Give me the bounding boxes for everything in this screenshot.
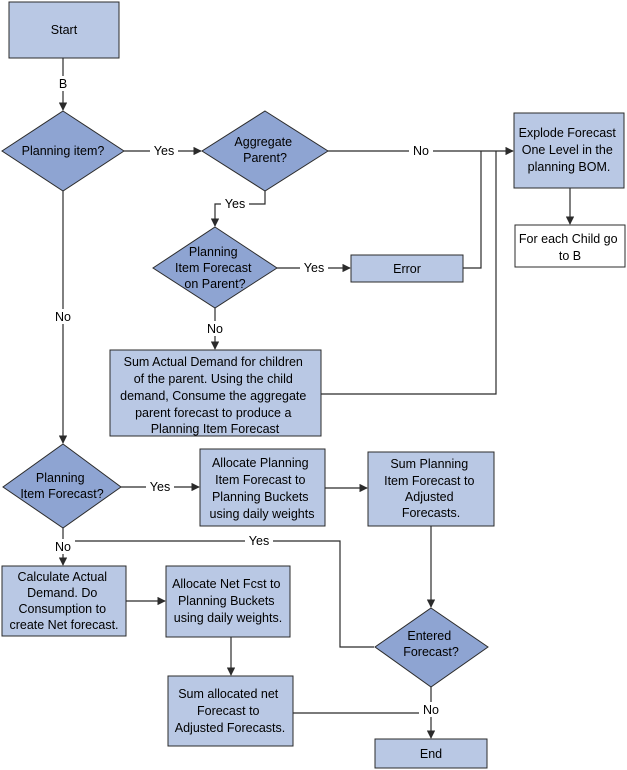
calculate-actual-demand-node: Calculate Actual Demand. Do Consumption …	[1, 565, 127, 637]
end-node: End	[374, 738, 488, 769]
for-each-child-node: For each Child go to B	[514, 224, 626, 268]
calculate-actual-demand-label: Calculate Actual Demand. Do Consumption …	[9, 570, 118, 632]
aggregate-parent-decision: Aggregate Parent?	[201, 110, 329, 192]
allocate-net-fcst-node: Allocate Net Fcst to Planning Buckets us…	[165, 565, 291, 638]
label-yes-on-parent: Yes	[304, 261, 324, 275]
for-each-child-label: For each Child go to B	[519, 232, 621, 263]
edge-error-to-explode	[463, 151, 482, 269]
on-parent-label: Planning Item Forecast on Parent?	[175, 245, 255, 291]
label-no-planning-item: No	[55, 310, 71, 324]
edge-sum-demand-to-explode	[321, 151, 497, 395]
error-node: Error	[350, 254, 464, 283]
label-no-on-parent: No	[207, 322, 223, 336]
allocate-planning-node: Allocate Planning Item Forecast to Plann…	[199, 448, 326, 527]
label-b: B	[59, 77, 67, 91]
sum-actual-demand-node: Sum Actual Demand for children of the pa…	[109, 349, 322, 437]
explode-forecast-label: Explode Forecast One Level in the planni…	[519, 126, 620, 174]
label-no-item-forecast: No	[55, 540, 71, 554]
start-node: Start	[8, 1, 120, 59]
entered-forecast-decision: Entered Forecast?	[374, 607, 489, 688]
item-forecast-decision: Planning Item Forecast?	[2, 443, 122, 529]
planning-item-label: Planning item?	[22, 144, 105, 158]
allocate-planning-label: Allocate Planning Item Forecast to Plann…	[210, 456, 315, 521]
label-no-aggregate: No	[413, 144, 429, 158]
planning-item-decision: Planning item?	[1, 110, 125, 192]
sum-allocated-net-label: Sum allocated net Forecast to Adjusted F…	[175, 687, 285, 735]
end-label: End	[420, 747, 442, 761]
on-parent-decision: Planning Item Forecast on Parent?	[152, 226, 278, 309]
label-yes-planning-item: Yes	[154, 144, 174, 158]
label-yes-entered: Yes	[249, 534, 269, 548]
label-yes-item-forecast: Yes	[150, 480, 170, 494]
aggregate-parent-label: Aggregate Parent?	[234, 135, 295, 165]
label-yes-aggregate: Yes	[225, 197, 245, 211]
edge-entered-yes	[75, 540, 374, 648]
sum-actual-demand-label: Sum Actual Demand for children of the pa…	[120, 355, 310, 436]
error-label: Error	[393, 262, 421, 276]
sum-planning-label: Sum Planning Item Forecast to Adjusted F…	[384, 457, 478, 520]
sum-planning-node: Sum Planning Item Forecast to Adjusted F…	[367, 451, 495, 527]
explode-forecast-node: Explode Forecast One Level in the planni…	[513, 112, 625, 189]
label-no-entered: No	[423, 703, 439, 717]
edge-labels: B Yes No Yes Yes No No Yes No Yes No	[51, 76, 443, 717]
start-label: Start	[51, 23, 78, 37]
entered-forecast-label: Entered Forecast?	[403, 629, 459, 659]
sum-allocated-net-node: Sum allocated net Forecast to Adjusted F…	[167, 675, 294, 747]
allocate-net-fcst-label: Allocate Net Fcst to Planning Buckets us…	[172, 577, 284, 625]
item-forecast-label: Planning Item Forecast?	[20, 471, 103, 501]
